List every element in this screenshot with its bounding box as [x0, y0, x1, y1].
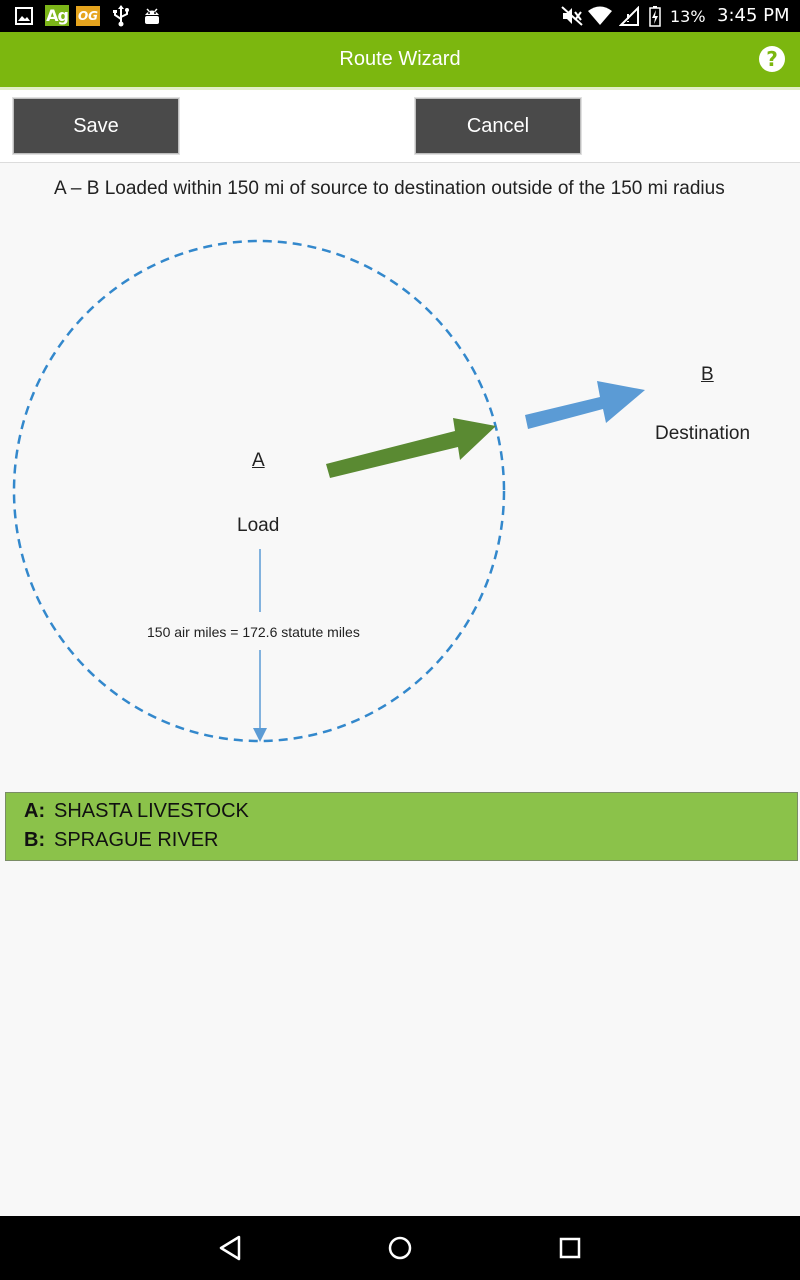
point-b-label: B: [701, 364, 714, 385]
summary-key-a: A:: [24, 800, 46, 822]
wifi-icon: [587, 4, 613, 28]
radius-arrowhead: [253, 728, 267, 742]
back-icon[interactable]: [214, 1232, 246, 1264]
status-bar: Ag OG 13% 3:45 PM: [0, 0, 800, 32]
system-nav-bar: [0, 1216, 800, 1280]
summary-row-a: A: SHASTA LIVESTOCK: [24, 800, 249, 823]
app-bar-divider: [0, 87, 800, 90]
outer-route-arrow: [525, 381, 645, 429]
og-app-icon: OG: [76, 6, 100, 26]
inner-route-arrow: [326, 418, 496, 478]
ag-app-icon: Ag: [45, 5, 69, 26]
battery-charging-icon: [647, 4, 663, 28]
radius-circle: [12, 239, 506, 743]
page-title: Route Wizard: [339, 48, 461, 70]
home-icon[interactable]: [384, 1232, 416, 1264]
destination-label: Destination: [655, 423, 751, 444]
app-bar: Route Wizard ?: [0, 32, 800, 87]
route-summary: A: SHASTA LIVESTOCK B: SPRAGUE RIVER: [5, 792, 798, 861]
summary-value-b: SPRAGUE RIVER: [54, 829, 219, 851]
point-a-label: A: [252, 450, 265, 471]
load-label: Load: [237, 515, 280, 536]
route-diagram-graphic: [12, 239, 645, 743]
radius-label: 150 air miles = 172.6 statute miles: [145, 624, 362, 640]
image-icon: [14, 4, 34, 28]
summary-key-b: B:: [24, 829, 46, 851]
summary-value-a: SHASTA LIVESTOCK: [54, 800, 249, 822]
summary-row-b: B: SPRAGUE RIVER: [24, 829, 218, 852]
cancel-button[interactable]: Cancel: [415, 98, 581, 154]
route-diagram: A Load B Destination 150 air miles = 172…: [0, 230, 800, 770]
save-button[interactable]: Save: [13, 98, 179, 154]
no-sim-icon: [618, 4, 640, 28]
usb-icon: [111, 4, 131, 28]
mute-icon: [560, 4, 584, 28]
android-icon: [142, 4, 162, 28]
route-description: A – B Loaded within 150 mi of source to …: [54, 178, 725, 199]
battery-percentage: 13%: [670, 7, 706, 26]
recents-icon[interactable]: [554, 1232, 586, 1264]
clock: 3:45 PM: [717, 5, 790, 26]
action-toolbar: Save Cancel: [0, 90, 800, 163]
help-circle-icon[interactable]: ?: [759, 46, 785, 72]
